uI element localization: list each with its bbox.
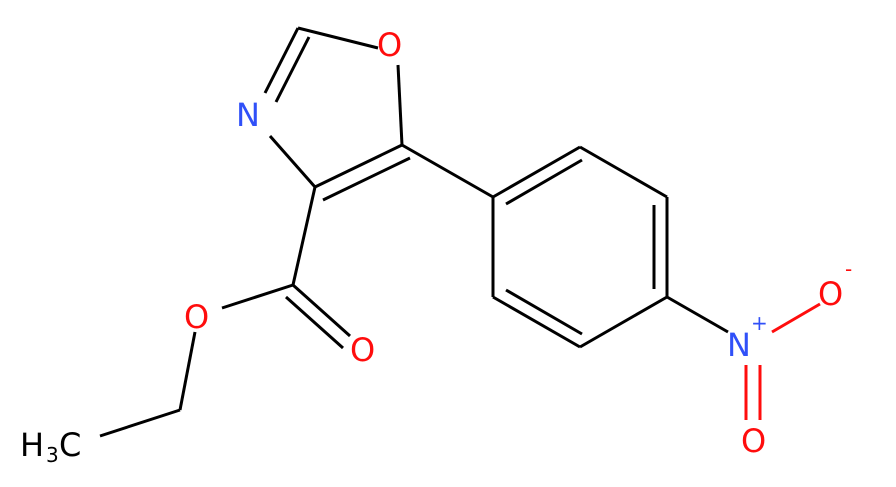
bond-c5-o1: [396, 64, 404, 146]
bond-ph-4-5: [579, 295, 668, 349]
bond-ph-nitro: [666, 295, 729, 334]
bond-ph-5-6: [492, 295, 581, 349]
bond-carbonyl-o-double-a: [291, 283, 352, 338]
bond-ph-2-3: [579, 145, 668, 199]
bond-c4-c5-b: [322, 156, 411, 202]
nitro-oxygen-minus-label: O -: [818, 257, 852, 313]
nitro-nitrogen-label: N +: [727, 311, 768, 364]
atom-carbonyl-oxygen: O: [350, 331, 375, 369]
bond-ch2-ch3: [99, 408, 181, 438]
bond-o-ch2: [178, 331, 197, 411]
nitro-oxygen-charge: -: [845, 257, 852, 281]
methyl-subscript: 3: [46, 443, 59, 467]
bond-c5-phenyl: [401, 143, 494, 199]
nitro-nitrogen-charge: +: [751, 311, 768, 335]
atom-nitro-oxygen-double: O: [741, 422, 766, 460]
bond-carbonyl-o-double-b: [284, 295, 345, 350]
bond-c2-o1: [297, 26, 379, 50]
bond-c4-c5-a: [314, 143, 403, 189]
bond-c2-n3-b: [274, 36, 311, 103]
bond-c2-n3-a: [263, 27, 300, 94]
nitro-oxygen-minus: O: [818, 275, 843, 313]
atom-ring-oxygen: O: [377, 26, 402, 64]
bond-n3-c4: [268, 135, 317, 188]
methyl-h: H: [20, 426, 44, 464]
atom-labels: O N O O H 3 C N + O - O: [20, 26, 852, 467]
methyl-group-label: H 3 C: [20, 426, 81, 467]
bond-nitro-o-minus: [771, 302, 821, 334]
bond-c4-carbonyl: [291, 186, 317, 286]
bond-ph-5-6-inner: [505, 288, 583, 336]
bond-ph-1-2-inner: [505, 158, 583, 206]
bond-ph-1-2: [492, 145, 581, 199]
bonds: [99, 26, 821, 438]
bond-carbonyl-o-ester: [221, 283, 294, 310]
atom-ring-nitrogen: N: [236, 96, 260, 134]
methyl-c: C: [59, 426, 81, 464]
nitro-nitrogen: N: [727, 326, 751, 364]
atom-ester-oxygen: O: [184, 298, 209, 336]
